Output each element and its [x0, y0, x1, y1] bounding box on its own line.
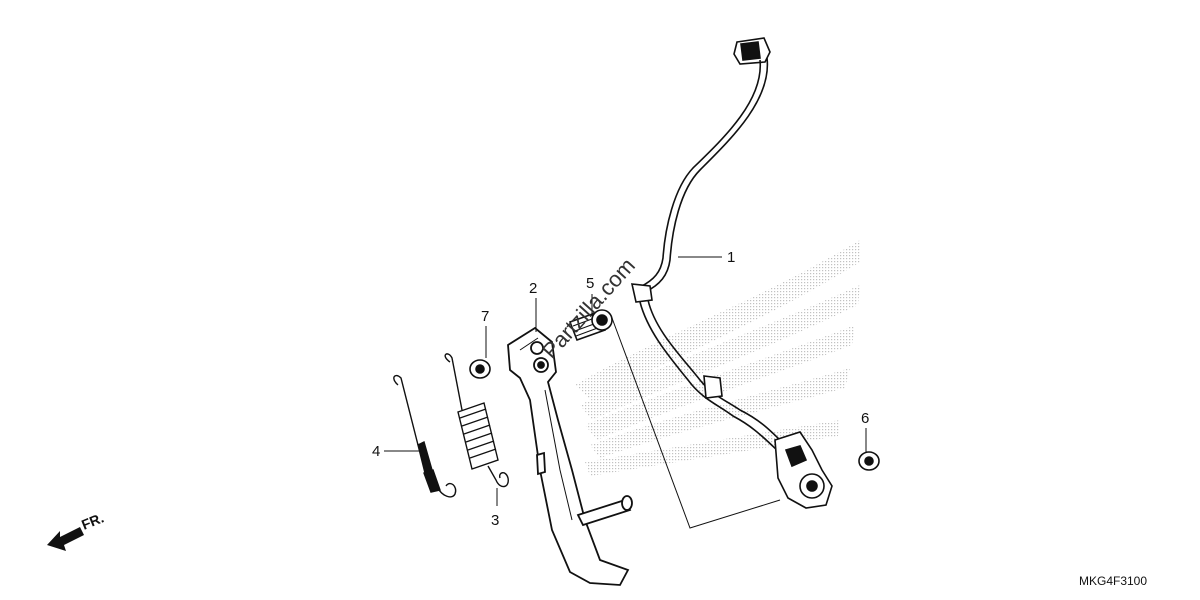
callout-labels: 1 2 5 7 6 4 3 — [372, 249, 869, 529]
callout-6: 6 — [861, 410, 869, 427]
bolt — [568, 309, 613, 342]
spring-4 — [393, 374, 457, 498]
callout-4: 4 — [372, 443, 380, 460]
callout-5: 5 — [586, 275, 594, 292]
washer-nut-7 — [469, 359, 491, 379]
callout-3: 3 — [491, 512, 499, 529]
diagram-code: MKG4F3100 — [1079, 574, 1147, 588]
callout-7: 7 — [481, 308, 489, 325]
front-direction-indicator: FR. — [47, 509, 106, 551]
side-stand-switch-cable — [611, 37, 833, 529]
arrow-left-icon — [47, 527, 84, 551]
side-stand — [507, 326, 633, 586]
watermark-text: Partzilla.com — [537, 253, 640, 363]
callout-2: 2 — [529, 280, 537, 297]
callout-leaders — [384, 256, 867, 506]
direction-label: FR. — [79, 509, 106, 532]
callout-1: 1 — [727, 249, 735, 266]
nut-6 — [858, 451, 880, 471]
spring-3 — [444, 353, 509, 488]
